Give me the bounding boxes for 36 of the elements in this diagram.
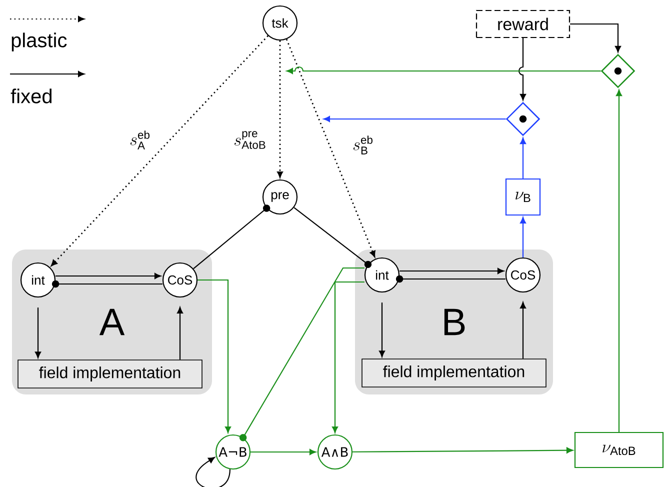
arrow [520,138,526,178]
arrow [286,66,601,74]
legend-item: fixed [10,71,85,104]
arrow [277,40,283,178]
connector [294,207,372,268]
arrow [56,272,162,279]
arrow [286,39,376,258]
arrow [332,281,364,434]
arrow [379,302,385,358]
arrow [400,268,504,274]
arrow [323,116,506,122]
edge-label: $s^{\mathrm{eb}}_{\mathrm{A}}$ [128,130,152,150]
arrow [198,279,232,434]
connector [193,204,270,270]
legend-item: plastic [10,16,85,52]
value-box: $\nu_{\mathrm{B}}$ [505,178,541,216]
arrow [616,90,622,432]
field-box: field implementation [18,360,202,388]
connector [239,267,364,442]
arrow [35,308,42,358]
connector [396,275,506,283]
arrow [51,35,268,266]
arrow [520,216,526,258]
edge-label: $s^{\mathrm{eb}}_{\mathrm{B}}$ [352,134,374,156]
value-box: $\nu_{\mathrm{AtoB}}$ [574,432,664,468]
arrow [250,448,316,455]
arrow [177,306,184,360]
field-box: field implementation [362,358,546,388]
arrow [518,38,526,100]
arrow [570,23,621,52]
reward-box: reward [476,10,570,38]
connector [52,280,162,288]
arrow [352,447,574,454]
arrow [520,302,526,359]
arrow [196,457,230,487]
edge-label: $s^{\mathrm{pre}}_{\mathrm{AtoB}}$ [232,130,268,150]
